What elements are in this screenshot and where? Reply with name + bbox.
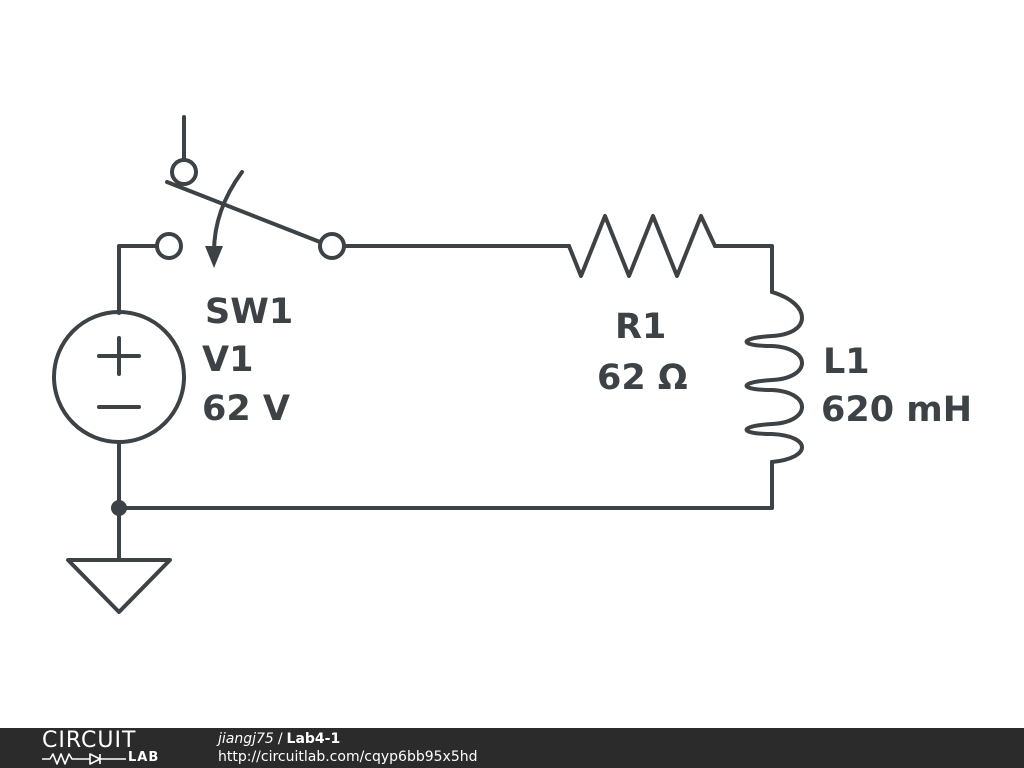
switch-action-arc xyxy=(212,170,244,254)
wire-source-to-switch xyxy=(117,244,159,315)
resistor-r1 xyxy=(567,214,717,278)
ground-symbol xyxy=(66,558,172,614)
junction-dot xyxy=(111,500,127,516)
source-name-label: V1 xyxy=(202,340,253,380)
switch-name-label: SW1 xyxy=(205,292,293,332)
author-link[interactable]: jiangj75 xyxy=(218,731,274,747)
logo-wordmark-bottom: LAB xyxy=(128,750,160,765)
footer-bar: CIRCUIT LAB jiangj75/Lab4-1 http://circu… xyxy=(0,728,1024,768)
switch-right-terminal xyxy=(318,232,346,260)
inductor-value-label: 620 mH xyxy=(821,390,972,430)
switch-action-arrowhead xyxy=(205,246,223,268)
inductor-name-label: L1 xyxy=(823,342,870,382)
switch-sw1 xyxy=(155,115,346,268)
voltage-source-v1 xyxy=(52,310,186,444)
switch-blade xyxy=(165,180,322,244)
inductor-l1 xyxy=(744,290,804,464)
circuit-info: jiangj75/Lab4-1 http://circuitlab.com/cq… xyxy=(218,730,478,766)
logo-wordmark-top: CIRCUIT xyxy=(42,728,137,753)
source-body xyxy=(52,310,186,444)
source-value-label: 62 V xyxy=(202,389,290,429)
project-title[interactable]: Lab4-1 xyxy=(286,731,341,747)
wires xyxy=(111,244,774,562)
logo-circuit-glyph-icon xyxy=(42,753,126,765)
circuit-schematic: SW1 V1 62 V R1 62 Ω L1 620 mH xyxy=(52,115,972,614)
circuitlab-logo[interactable]: CIRCUIT LAB xyxy=(42,730,182,766)
wire-resistor-to-inductor xyxy=(713,244,774,294)
wire-inductor-to-ground-node xyxy=(117,460,774,510)
switch-left-terminal xyxy=(155,232,183,260)
switch-top-terminal xyxy=(170,158,198,186)
plus-sign-icon xyxy=(97,336,141,376)
breadcrumb-separator: / xyxy=(277,731,283,747)
circuit-url-link[interactable]: http://circuitlab.com/cqyp6bb95x5hd xyxy=(218,749,478,765)
resistor-value-label: 62 Ω xyxy=(597,358,688,398)
resistor-name-label: R1 xyxy=(615,307,666,347)
